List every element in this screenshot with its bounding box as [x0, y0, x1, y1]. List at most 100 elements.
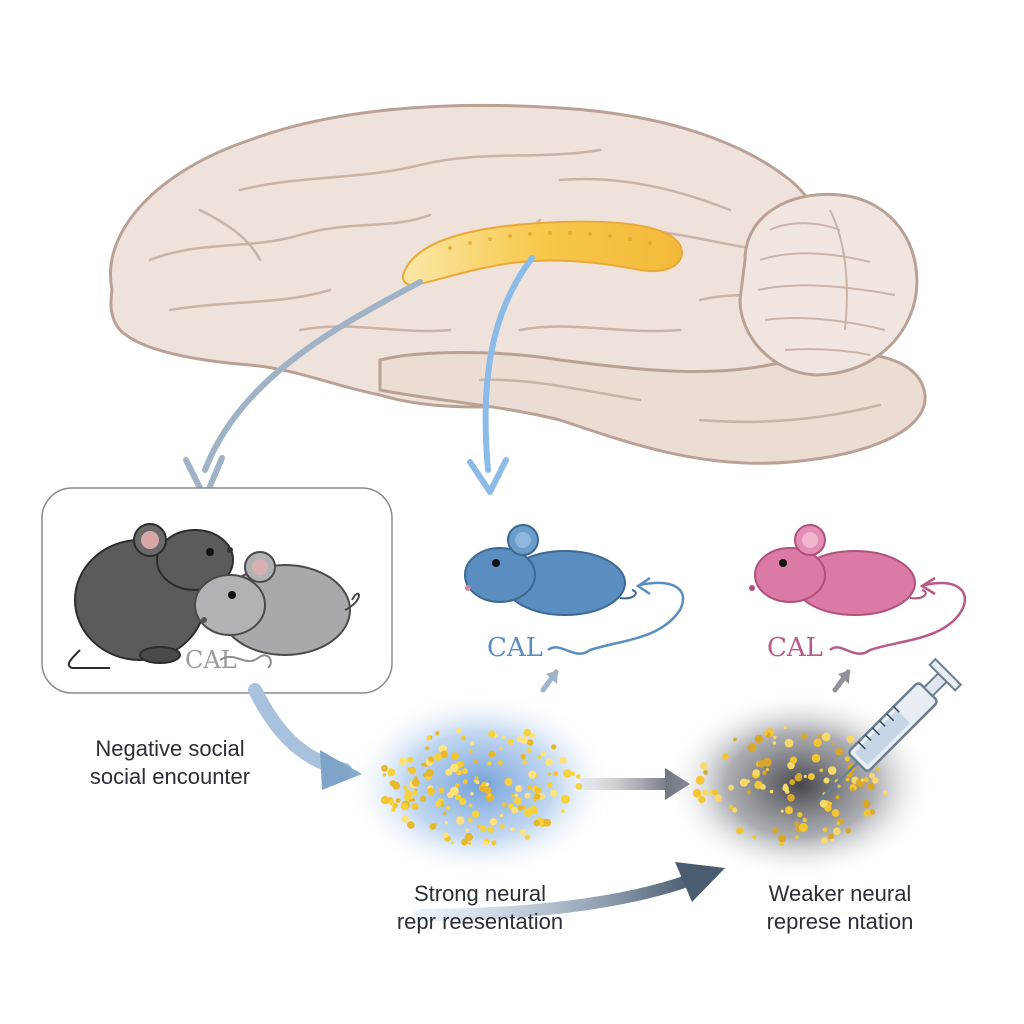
- neuron-dot: [563, 769, 572, 778]
- neuron-dot: [711, 789, 719, 796]
- neuron-dot: [546, 782, 553, 788]
- neuron-dot: [872, 777, 879, 784]
- neuron-dot: [747, 743, 757, 752]
- neuron-dot: [454, 783, 460, 788]
- neuron-dot: [551, 744, 557, 750]
- neuron-dot: [461, 735, 466, 741]
- neuron-dot: [483, 786, 492, 794]
- neuron-dot: [411, 778, 420, 787]
- neuron-dot: [823, 777, 830, 784]
- neuron-dot: [819, 799, 828, 808]
- neuron-dot: [695, 775, 705, 785]
- neuron-dot: [398, 757, 408, 766]
- neuron-dot: [425, 768, 434, 777]
- neuron-dot: [515, 785, 523, 793]
- neuron-dot: [461, 768, 468, 775]
- neuron-dot: [427, 787, 435, 796]
- neuron-dot: [440, 750, 448, 759]
- neuron-dot: [469, 749, 473, 754]
- neuron-dot: [513, 796, 522, 805]
- neuron-dot: [722, 753, 729, 760]
- neuron-dot: [529, 805, 538, 814]
- neuron-dot: [411, 803, 419, 811]
- neuron-dot: [412, 790, 418, 796]
- neuron-dot: [438, 787, 445, 794]
- neuron-dot: [524, 834, 531, 841]
- neuron-dot: [813, 738, 822, 747]
- neuron-dot: [540, 751, 547, 757]
- neuron-dot: [391, 807, 396, 812]
- neuron-dot: [860, 778, 865, 782]
- neuron-dot: [698, 796, 706, 803]
- blue-mouse-icon: [464, 524, 637, 616]
- hippocampus-cell-layer: [448, 231, 652, 250]
- weak-label-line2: represe ntation: [766, 909, 914, 934]
- neuron-dot: [450, 841, 454, 845]
- neuron-dot: [533, 793, 539, 799]
- neuron-dot: [407, 821, 415, 829]
- neuron-dot: [527, 739, 534, 746]
- arrow-to-blue-mouse: [482, 255, 535, 473]
- arrowhead-bottom: [675, 862, 725, 902]
- neuron-dot: [732, 807, 738, 813]
- neuron-dot: [485, 782, 489, 787]
- neuron-dot: [429, 823, 436, 830]
- neuron-dot: [488, 750, 496, 758]
- neuron-dot: [426, 735, 431, 741]
- neuron-dot: [445, 768, 453, 776]
- neuron-dot: [575, 774, 581, 779]
- neuron-dot: [507, 738, 514, 745]
- neuron-dot: [784, 738, 794, 748]
- neuron-dot: [794, 821, 799, 827]
- neuron-dot: [783, 783, 788, 788]
- neuron-dot: [869, 809, 876, 815]
- neuron-dot: [511, 794, 515, 799]
- neuron-dot: [434, 752, 442, 761]
- neuron-dot: [837, 784, 841, 788]
- neuron-dot: [789, 756, 798, 764]
- neuron-dot: [835, 747, 843, 756]
- neuron-dot: [783, 725, 787, 730]
- neuron-dot: [510, 827, 515, 832]
- negative-label-line2: social encounter: [89, 764, 251, 789]
- neuron-dot: [561, 809, 565, 813]
- neuron-dot: [746, 790, 751, 795]
- dark-mouse-icon: [67, 523, 234, 669]
- neuron-dot: [846, 735, 855, 744]
- neuron-dot: [451, 752, 459, 760]
- neuron-dot: [520, 736, 528, 745]
- neuron-dot: [869, 772, 875, 779]
- hippocampus-region: [402, 220, 683, 287]
- neuron-dot: [388, 799, 395, 806]
- neuron-dot: [801, 733, 808, 740]
- neuron-dot: [501, 735, 506, 739]
- grey-mouse-icon: [194, 551, 360, 656]
- neuron-dot: [443, 811, 447, 816]
- neuron-dot: [470, 792, 474, 796]
- neuron-dot: [401, 815, 410, 823]
- neuron-dot: [851, 787, 855, 792]
- neuron-dot: [499, 746, 503, 751]
- encounter-scribble: [219, 654, 272, 669]
- blue-mouse-region-label: CAL: [487, 633, 543, 663]
- neuron-dot: [500, 824, 505, 829]
- neuron-dot: [380, 796, 390, 805]
- neuron-dot: [474, 776, 479, 780]
- neuron-dot: [762, 757, 772, 767]
- neuron-dot: [867, 782, 875, 791]
- neuron-dot: [844, 756, 851, 762]
- neuron-dot: [473, 759, 478, 763]
- neuron-dot: [447, 791, 454, 799]
- neuron-dot: [444, 821, 449, 825]
- strong-representation-label: Strong neural repr reesentation: [365, 880, 595, 936]
- neuron-dot: [511, 806, 519, 814]
- neuron-dot: [817, 734, 822, 738]
- neuron-dot: [459, 797, 467, 806]
- neuron-dot: [479, 825, 483, 829]
- neuron-dot: [835, 795, 840, 800]
- neuron-dot: [534, 787, 542, 794]
- neuron-dot: [404, 789, 412, 797]
- neuron-dot: [863, 809, 872, 817]
- neuron-dot: [523, 728, 531, 737]
- blue-mouse-feedback-arrowhead: [635, 576, 651, 596]
